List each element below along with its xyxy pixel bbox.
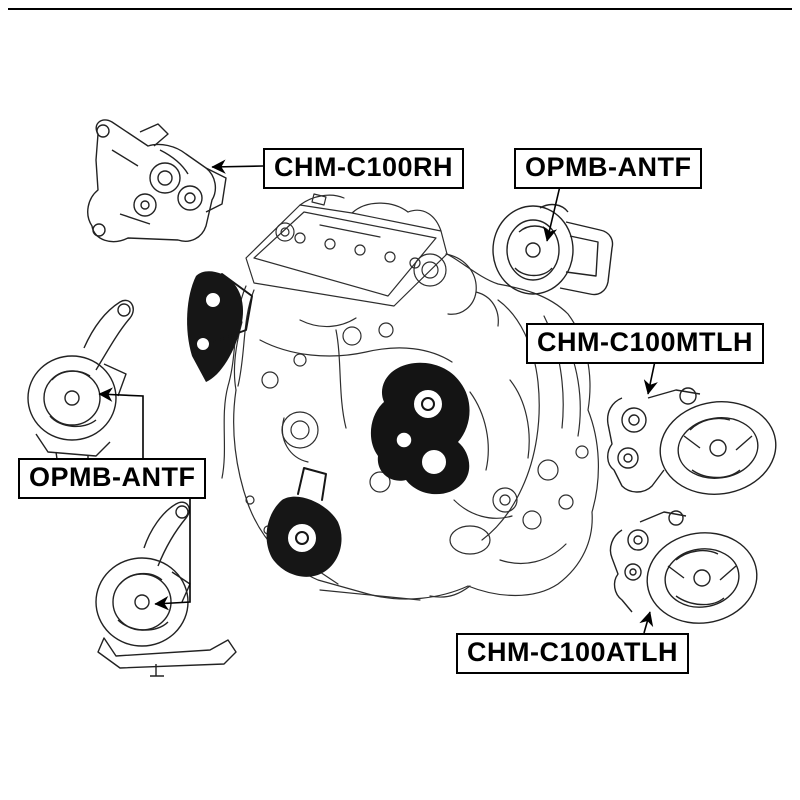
mount-opmb-antf-bottom-illustration [95,501,237,677]
leader-line-chm-c100rh [211,159,264,174]
mount-opmb-antf-top-illustration [492,203,614,296]
part-label-opmb-antf-left: OPMB-ANTF [18,458,207,499]
mount-chm-c100atlh-illustration [609,510,758,624]
part-label-chm-c100atlh: CHM-C100ATLH [456,633,690,674]
part-label-chm-c100mtlh: CHM-C100MTLH [526,323,765,364]
leader-lines [98,159,658,634]
part-label-chm-c100rh: CHM-C100RH [263,148,465,189]
mount-opmb-antf-left-illustration [27,299,134,468]
leader-line-opmb-antf-top [543,185,561,242]
leader-line-chm-c100atlh [639,611,654,634]
engine-illustration [187,193,599,601]
mount-chm-c100mtlh-illustration [606,387,777,495]
part-label-opmb-antf-top: OPMB-ANTF [514,148,703,189]
leader-line-opmb-antf-left-down [154,496,191,611]
leader-line-chm-c100mtlh [643,360,658,395]
mount-chm-c100rh-illustration [87,119,227,243]
leader-line-opmb-antf-left-up [98,387,144,458]
